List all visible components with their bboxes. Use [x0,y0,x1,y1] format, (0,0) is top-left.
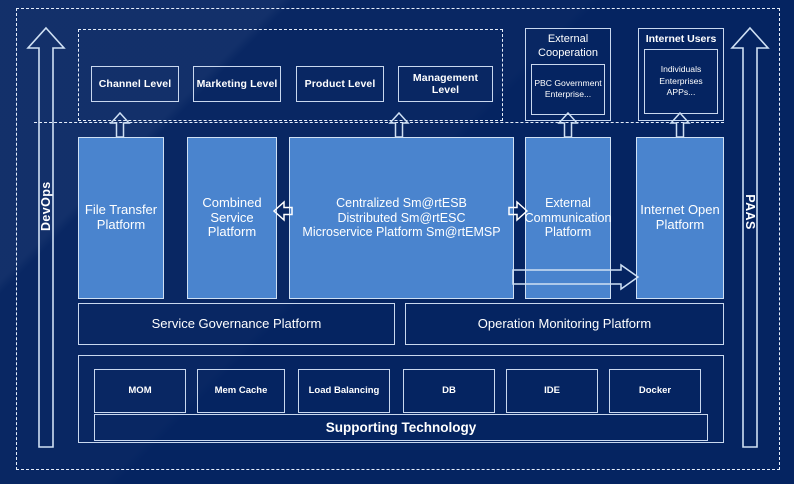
internet-users-members: Individuals Enterprises APPs... [644,49,718,114]
paas-arrow-shape [730,26,770,448]
external-cooperation-members: PBC Government Enterprise... [531,63,605,115]
tech-box-mom[interactable]: MOM [94,369,186,413]
connector-arrow-up-centralized [388,111,410,138]
platform-internet-open[interactable]: Internet Open Platform [636,137,724,299]
connector-arrow-up-external-comm [557,111,579,138]
devops-arrow [26,26,66,449]
platform-file-transfer[interactable]: File Transfer Platform [78,137,164,299]
devops-arrow-shape [26,26,66,448]
tech-box-ide[interactable]: IDE [506,369,598,413]
platform-external-communication[interactable]: External Communication Platform [525,137,611,299]
connector-arrow-up-internet-open [669,111,691,138]
level-box-marketing[interactable]: Marketing Level [193,66,281,102]
tech-box-load-balancing[interactable]: Load Balancing [298,369,390,413]
connector-arrow-up-file-transfer [109,111,131,138]
level-box-product[interactable]: Product Level [296,66,384,102]
external-cooperation-title: External Cooperation [538,33,598,59]
business-levels-frame [78,29,503,121]
tech-box-docker[interactable]: Docker [609,369,701,413]
supporting-technology-bar[interactable]: Supporting Technology [94,414,708,441]
internet-users-group[interactable]: Internet Users Individuals Enterprises A… [638,28,724,121]
internet-users-title: Internet Users [645,33,717,45]
layer-separator-dashed-line [34,122,724,123]
outer-boundary-frame [16,8,780,470]
connector-arrow-right-external-comm [508,198,529,224]
connector-arrow-left-combined [272,198,293,224]
paas-arrow [730,26,770,449]
tech-box-db[interactable]: DB [403,369,495,413]
level-box-channel[interactable]: Channel Level [91,66,179,102]
operation-monitoring-platform[interactable]: Operation Monitoring Platform [405,303,724,345]
service-governance-platform[interactable]: Service Governance Platform [78,303,395,345]
external-cooperation-group[interactable]: External Cooperation PBC Government Ente… [525,28,611,121]
supporting-technology-frame [78,355,724,443]
connector-arrow-long-right-internet-open [512,263,640,291]
platform-combined-service[interactable]: Combined Service Platform [187,137,277,299]
tech-box-mem-cache[interactable]: Mem Cache [197,369,285,413]
level-box-management[interactable]: Management Level [398,66,493,102]
